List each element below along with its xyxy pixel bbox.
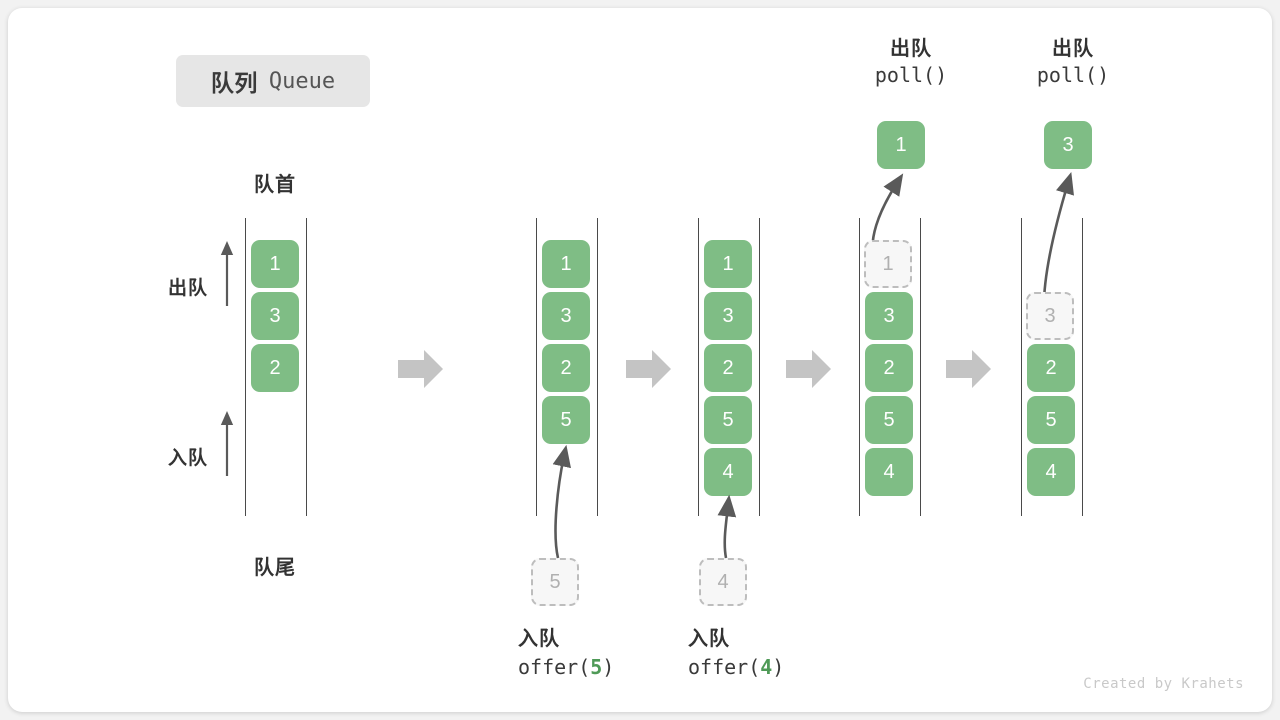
offer-4-label: 入队 offer(4) <box>688 626 888 681</box>
enqueue-curved-arrow <box>552 444 571 559</box>
queue-cell: 1 <box>704 240 752 288</box>
popped-cell: 3 <box>1044 121 1092 169</box>
offer-4-label-code: offer(4) <box>688 654 785 679</box>
dequeue-direction-arrow <box>220 240 234 306</box>
queue-head-label: 队首 <box>254 174 296 196</box>
poll-3-label-cn: 出队 <box>1052 38 1094 60</box>
flow-arrow-icon <box>398 350 443 388</box>
queue-cell: 5 <box>542 396 590 444</box>
poll-1-label-code: poll() <box>874 63 948 88</box>
diagram-card: 队列 Queue 队首 队尾 出队 入队 <box>8 8 1272 712</box>
queue-cell: 5 <box>865 396 913 444</box>
dequeue-side-label: 出队 <box>167 278 208 299</box>
queue-rail-left-4 <box>859 218 860 516</box>
incoming-ghost-cell: 4 <box>699 558 747 606</box>
poll-3-label-code: poll() <box>1036 63 1110 88</box>
queue-rail-right-1 <box>306 218 307 516</box>
poll-1-label-cn: 出队 <box>890 38 932 60</box>
poll-3-label: 出队 poll() <box>983 36 1163 89</box>
queue-cell: 3 <box>865 292 913 340</box>
queue-cell: 4 <box>1027 448 1075 496</box>
offer-5-label-cn: 入队 <box>518 628 560 650</box>
offer-5-label-code: offer(5) <box>518 654 615 679</box>
queue-cell-ghost: 3 <box>1026 292 1074 340</box>
queue-rail-right-4 <box>920 218 921 516</box>
queue-rail-left-2 <box>536 218 537 516</box>
queue-tail-label: 队尾 <box>254 557 296 579</box>
queue-cell: 3 <box>251 292 299 340</box>
queue-cell: 3 <box>542 292 590 340</box>
credit-text: Created by Krahets <box>1083 676 1244 692</box>
queue-cell: 2 <box>1027 344 1075 392</box>
queue-cell: 1 <box>251 240 299 288</box>
queue-cell: 2 <box>542 344 590 392</box>
popped-cell: 1 <box>877 121 925 169</box>
queue-cell: 5 <box>1027 396 1075 444</box>
flow-arrow-icon <box>786 350 831 388</box>
enqueue-curved-arrow <box>717 494 737 559</box>
queue-cell: 1 <box>542 240 590 288</box>
enqueue-side-label: 入队 <box>167 448 208 469</box>
poll-1-label: 出队 poll() <box>821 36 1001 89</box>
queue-cell: 2 <box>704 344 752 392</box>
queue-cell: 4 <box>704 448 752 496</box>
queue-rail-left-5 <box>1021 218 1022 516</box>
queue-rail-right-3 <box>759 218 760 516</box>
title-english: Queue <box>268 68 336 94</box>
queue-cell: 5 <box>704 396 752 444</box>
incoming-ghost-cell: 5 <box>531 558 579 606</box>
queue-cell: 2 <box>251 344 299 392</box>
title-badge: 队列 Queue <box>176 55 370 107</box>
title-chinese: 队列 <box>210 70 258 96</box>
queue-rail-right-5 <box>1082 218 1083 516</box>
queue-rail-left-1 <box>245 218 246 516</box>
queue-rail-right-2 <box>597 218 598 516</box>
queue-rail-left-3 <box>698 218 699 516</box>
queue-cell: 3 <box>704 292 752 340</box>
enqueue-direction-arrow <box>220 410 234 476</box>
flow-arrow-icon <box>626 350 671 388</box>
flow-arrow-icon <box>946 350 991 388</box>
offer-4-label-cn: 入队 <box>688 628 730 650</box>
queue-cell-ghost: 1 <box>864 240 912 288</box>
queue-cell: 4 <box>865 448 913 496</box>
queue-cell: 2 <box>865 344 913 392</box>
offer-5-label: 入队 offer(5) <box>518 626 718 681</box>
